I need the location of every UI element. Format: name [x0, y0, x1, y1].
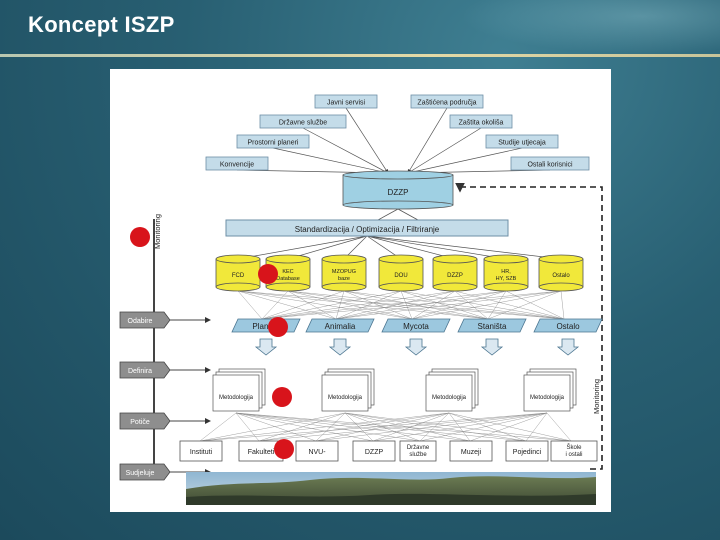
category-label-0: Plantae	[252, 322, 280, 331]
process-step-3	[119, 463, 171, 481]
methodology-label-3: Metodologija	[530, 395, 565, 401]
monitoring-label-left: Monitoring	[153, 214, 162, 249]
institution-box-0	[179, 440, 223, 462]
process-step-1	[119, 361, 171, 379]
standardization-label: Standardizacija / Optimizacija / Filtrir…	[295, 225, 440, 234]
institution-box-4	[399, 440, 437, 462]
process-step-label-2: Potiče	[130, 419, 150, 426]
institution-box-6	[505, 440, 549, 462]
institution-label-2: NVU-	[308, 449, 326, 456]
database-label-4: DZZP	[447, 273, 463, 279]
user-box-right-2	[485, 134, 559, 149]
process-step-0	[119, 311, 171, 329]
connector-lines	[170, 107, 572, 475]
user-box-left-1	[259, 114, 347, 129]
institution-label-3: DZZP	[365, 449, 384, 456]
landscape-photo	[186, 472, 596, 505]
user-label-right-2: Studije utjecaja	[498, 140, 546, 147]
database-cylinder-6	[538, 258, 584, 288]
process-step-label-3: Sudjeluje	[126, 470, 155, 477]
database-label-6: Ostalo	[552, 273, 570, 279]
methodology-label-0: Metodologija	[219, 395, 254, 401]
database-label-0: FCD	[232, 273, 245, 279]
standardization-bar	[225, 219, 509, 237]
methodology-label-1: Metodologija	[328, 395, 363, 401]
category-label-2: Mycota	[403, 322, 429, 331]
category-label-1: Animalia	[325, 322, 356, 331]
red-marker-0	[130, 227, 150, 247]
category-label-4: Ostalo	[556, 322, 580, 331]
central-db-cylinder	[342, 174, 454, 206]
red-marker-1	[258, 264, 278, 284]
institution-label-0: Instituti	[190, 449, 213, 456]
red-markers	[130, 227, 294, 459]
user-label-left-2: Prostorni planeri	[248, 140, 299, 147]
methodology-label-2: Metodologija	[432, 395, 467, 401]
institution-box-3	[352, 440, 396, 462]
user-box-right-3	[510, 156, 590, 171]
red-marker-3	[272, 387, 292, 407]
globe-decoration	[460, 0, 720, 54]
down-arrow-4	[556, 338, 580, 356]
monitoring-label-right: Monitoring	[592, 379, 601, 414]
institution-label-6: Pojedinci	[513, 449, 542, 456]
institution-box-5	[449, 440, 493, 462]
user-label-right-3: Ostali korisnici	[527, 162, 573, 169]
institution-box-2	[295, 440, 339, 462]
central-db-label: DZZP	[388, 188, 409, 197]
category-bar-4	[533, 318, 603, 333]
red-marker-2	[268, 317, 288, 337]
user-box-left-2	[236, 134, 310, 149]
user-label-right-0: Zaštićena područja	[417, 100, 476, 107]
institution-label-1: Fakulteti	[248, 449, 275, 456]
institution-box-7	[550, 440, 598, 462]
process-step-2	[119, 412, 171, 430]
category-label-3: Staništa	[478, 322, 507, 331]
user-box-left-0	[314, 94, 378, 109]
category-bar-2	[381, 318, 451, 333]
down-arrow-0	[254, 338, 278, 356]
methodology-stacks: Metodologija Metodologija Metodologija Meto…	[212, 368, 577, 412]
process-step-label-1: Definira	[128, 368, 152, 375]
monitoring-loop-line	[460, 186, 603, 470]
process-step-label-0: Odabire	[128, 318, 153, 325]
user-box-right-0	[410, 94, 484, 109]
title-rule	[0, 54, 720, 57]
down-arrow-1	[328, 338, 352, 356]
user-label-left-0: Javni servisi	[327, 100, 366, 107]
user-box-right-1	[449, 114, 513, 129]
user-box-left-3	[205, 156, 269, 171]
down-arrow-2	[404, 338, 428, 356]
category-bar-1	[305, 318, 375, 333]
red-marker-4	[274, 439, 294, 459]
category-bar-3	[457, 318, 527, 333]
down-arrow-3	[480, 338, 504, 356]
institution-label-5: Muzeji	[461, 449, 482, 456]
user-label-left-1: Državne službe	[279, 120, 327, 127]
central-database: DZZP	[342, 170, 454, 210]
user-label-left-3: Konvencije	[220, 162, 254, 169]
database-label-3: DOU	[394, 273, 407, 279]
user-label-right-1: Zaštita okoliša	[459, 120, 504, 127]
database-cylinder-5	[483, 258, 529, 288]
slide-title: Koncept ISZP	[28, 12, 175, 37]
